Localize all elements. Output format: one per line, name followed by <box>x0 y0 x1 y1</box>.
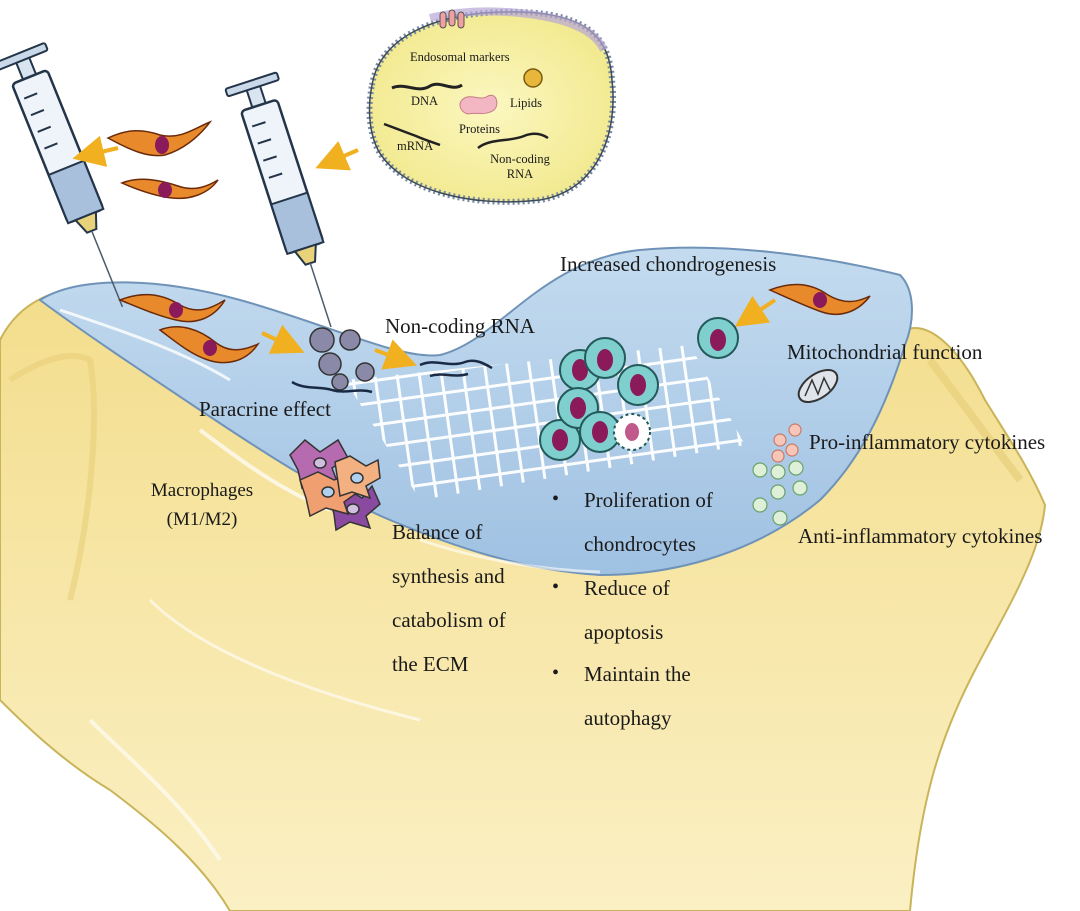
arrow-exosomes-to-rna <box>374 339 418 370</box>
label-ecm-line3: catabolism of <box>392 608 506 632</box>
apoptotic-chondrocyte-icon <box>613 413 651 451</box>
label-pro-inflammatory-cytokines: Pro-inflammatory cytokines <box>809 430 1046 454</box>
arrow-cells-to-exosomes <box>261 324 305 354</box>
chondrocyte-icon <box>539 419 581 461</box>
outcome-proliferation: Proliferation of chondrocytes <box>584 478 713 566</box>
label-mitochondrial-function: Mitochondrial function <box>787 340 983 364</box>
outcome-2-line2: apoptosis <box>584 620 664 644</box>
label-increased-chondrogenesis: Increased chondrogenesis <box>560 252 777 276</box>
label-mrna: mRNA <box>397 139 434 153</box>
chondrocyte-icon <box>584 337 626 379</box>
label-endosomal-markers: Endosomal markers <box>410 50 510 64</box>
outcome-1-line2: chondrocytes <box>584 532 696 556</box>
label-dna: DNA <box>411 94 439 108</box>
label-noncoding-line2: RNA <box>506 167 534 181</box>
mrna-icon <box>383 122 441 147</box>
syringe-left <box>0 42 124 308</box>
syringe-right <box>224 71 332 328</box>
protein-icon <box>459 94 498 115</box>
exosome <box>366 7 617 205</box>
outcome-reduce-apoptosis: Reduce of apoptosis <box>584 566 670 654</box>
label-non-coding-rna: Non-coding RNA <box>385 314 535 338</box>
chondrocyte-icon <box>697 317 739 359</box>
label-macrophages-line2: (M1/M2) <box>166 508 238 530</box>
exosome-cluster <box>291 327 375 394</box>
outcome-1-line1: Proliferation of <box>584 488 713 512</box>
bullet-icon: • <box>552 662 560 684</box>
msc-cell-icon <box>106 120 213 157</box>
arrow-to-syringe-left <box>72 135 119 167</box>
noncoding-rna-icon <box>477 132 549 150</box>
label-lipids: Lipids <box>510 96 542 110</box>
label-paracrine-effect: Paracrine effect <box>199 397 331 421</box>
label-noncoding-line1: Non-coding <box>490 152 550 166</box>
label-anti-inflammatory-cytokines: Anti-inflammatory cytokines <box>798 524 1043 548</box>
label-noncoding-rna-exosome: Non-coding RNA <box>480 152 560 182</box>
label-ecm-line4: the ECM <box>392 652 469 676</box>
arrows <box>72 135 777 370</box>
outcome-autophagy: Maintain the autophagy <box>584 652 691 740</box>
arrow-exosome-to-syringe <box>315 140 359 171</box>
msc-cell-icon <box>158 326 261 364</box>
chondrocyte-cluster <box>539 317 739 461</box>
bullet-icon: • <box>552 488 560 510</box>
bullet-icon: • <box>552 576 560 598</box>
outcome-3-line1: Maintain the <box>584 662 691 686</box>
label-ecm-line2: synthesis and <box>392 564 505 588</box>
lipid-icon <box>523 68 543 88</box>
noncoding-rna-strands <box>419 359 493 378</box>
pro-inflammatory-cytokines-icon <box>771 423 802 463</box>
anti-inflammatory-cytokines-icon <box>752 460 808 526</box>
msc-cells <box>106 120 871 364</box>
msc-cell-icon <box>120 178 219 200</box>
label-macrophages: Macrophages (M1/M2) <box>142 480 262 532</box>
membrane-protein-icon <box>439 9 465 29</box>
mitochondrion-icon <box>797 369 839 403</box>
label-ecm-balance: Balance of synthesis and catabolism of t… <box>392 510 506 686</box>
msc-cell-icon <box>117 293 226 323</box>
chondrocyte-icon <box>617 364 659 406</box>
outcome-3-line2: autophagy <box>584 706 672 730</box>
outcome-2-line1: Reduce of <box>584 576 670 600</box>
dna-icon <box>391 82 463 91</box>
macrophage-cluster <box>289 438 381 532</box>
label-ecm-line1: Balance of <box>392 520 483 544</box>
label-proteins: Proteins <box>459 122 500 136</box>
arrow-msc-to-chondrocyte <box>734 295 777 327</box>
msc-cell-icon <box>768 283 871 316</box>
label-macrophages-line1: Macrophages <box>150 480 254 501</box>
